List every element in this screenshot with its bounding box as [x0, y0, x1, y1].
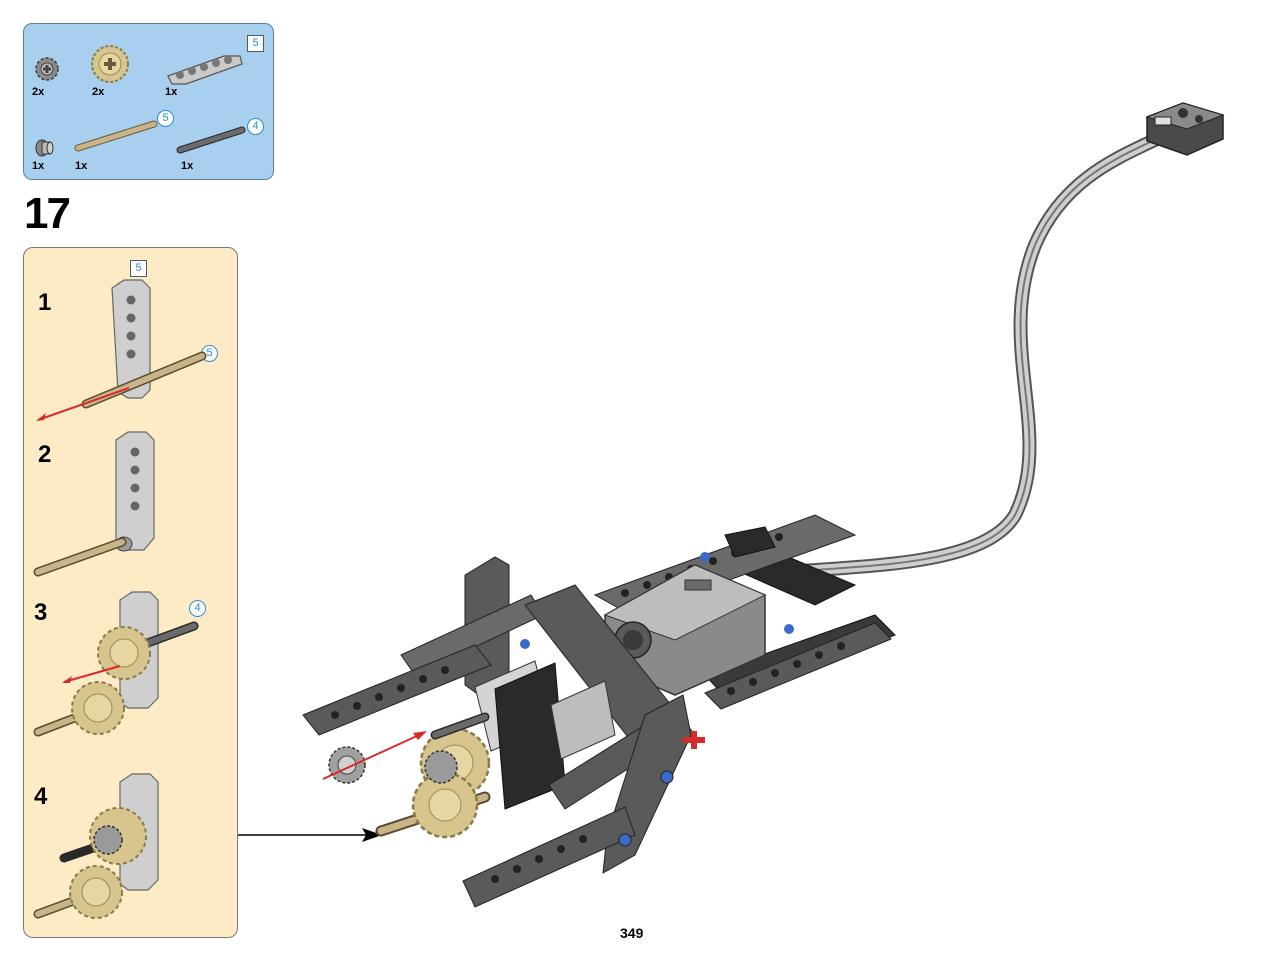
motor-cable [766, 128, 1172, 580]
substep-illustrations [33, 279, 207, 919]
length-label: 5 [247, 35, 264, 52]
length-label: 4 [247, 118, 264, 135]
substep-number: 3 [34, 599, 48, 626]
page-number: 349 [620, 925, 644, 941]
substep-1-illustration [36, 279, 207, 421]
axle-5-icon [74, 120, 158, 152]
substep-4-illustration [33, 773, 159, 919]
step-number: 17 [24, 189, 71, 238]
loose-gear-with-arrow [322, 731, 427, 784]
cable-connector [1145, 102, 1225, 156]
part-qty: 1x [165, 86, 178, 98]
parts-list-panel: 2x 2x 1x 5 1x 1x 5 1x 4 [23, 23, 274, 180]
substep-number: 1 [38, 289, 52, 316]
beam-length-label: 5 [130, 260, 147, 277]
connector-arrow [238, 828, 382, 842]
beam-5-icon [167, 55, 243, 85]
motor [603, 526, 794, 696]
gear-12-icon [35, 57, 59, 81]
substep-2-illustration [33, 431, 155, 577]
part-qty: 1x [181, 160, 194, 172]
part-qty: 1x [75, 160, 88, 172]
bush-icon [35, 139, 54, 157]
part-qty: 2x [92, 86, 105, 98]
gear-20-icon [91, 45, 129, 83]
length-label: 5 [157, 110, 174, 127]
part-qty: 2x [32, 86, 45, 98]
substep-panel: 5 1 2 3 4 5 4 [23, 247, 238, 938]
front-gear-assembly [375, 712, 491, 839]
part-qty: 1x [32, 160, 45, 172]
substep-number: 4 [34, 783, 48, 810]
substep-3-illustration [33, 591, 199, 737]
substep-number: 2 [38, 441, 52, 468]
axle-length-label: 4 [189, 600, 206, 617]
axle-4-icon [176, 126, 246, 154]
main-assembly-illustration [302, 102, 1225, 908]
